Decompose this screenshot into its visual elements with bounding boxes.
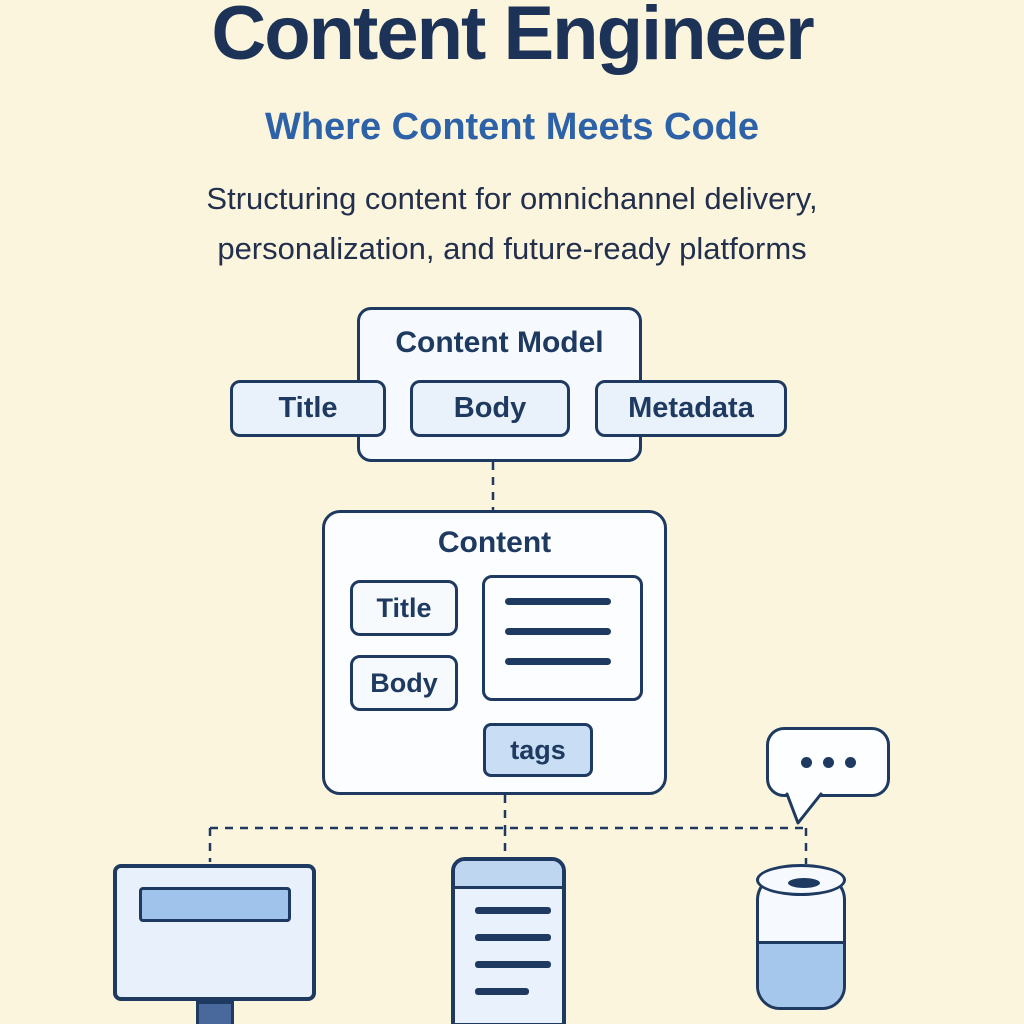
desktop-monitor-icon bbox=[113, 864, 316, 1001]
monitor-stand bbox=[196, 1001, 234, 1024]
tags-chip: tags bbox=[483, 723, 593, 777]
speaker-body bbox=[756, 874, 846, 1010]
monitor-content-block bbox=[139, 887, 291, 922]
content-chip-title: Title bbox=[350, 580, 458, 636]
speaker-hole bbox=[788, 878, 820, 888]
document-text-line bbox=[505, 658, 611, 665]
phone-text-line bbox=[475, 907, 551, 914]
speech-bubble-tail bbox=[785, 792, 823, 825]
ellipsis-dot bbox=[844, 756, 856, 768]
phone-text-line bbox=[475, 988, 529, 995]
smart-speaker-icon bbox=[756, 864, 846, 1014]
smartphone-icon bbox=[451, 857, 566, 1024]
page-title: Content Engineer bbox=[211, 0, 814, 76]
content-label: Content bbox=[437, 526, 552, 559]
content-model-chip-metadata: Metadata bbox=[595, 380, 787, 437]
speech-bubble-ellipsis-icon bbox=[766, 727, 890, 797]
document-lines-icon bbox=[482, 575, 643, 701]
phone-header-bar bbox=[455, 861, 562, 889]
page-description: Structuring content for omnichannel deli… bbox=[0, 174, 1024, 274]
ellipsis-dot bbox=[822, 756, 834, 768]
content-model-label: Content Model bbox=[395, 326, 604, 359]
content-model-chip-body: Body bbox=[410, 380, 570, 437]
content-model-chip-title: Title bbox=[230, 380, 386, 437]
document-text-line bbox=[505, 628, 611, 635]
ellipsis-dot bbox=[800, 756, 812, 768]
document-text-line bbox=[505, 598, 611, 605]
speaker-base-band bbox=[759, 941, 843, 1007]
phone-text-line bbox=[475, 934, 551, 941]
description-line-2: personalization, and future-ready platfo… bbox=[217, 231, 807, 266]
speaker-top-ellipse bbox=[756, 864, 846, 896]
phone-text-line bbox=[475, 961, 551, 968]
content-chip-body: Body bbox=[350, 655, 458, 711]
description-line-1: Structuring content for omnichannel deli… bbox=[206, 181, 818, 216]
page-subtitle: Where Content Meets Code bbox=[264, 106, 760, 148]
